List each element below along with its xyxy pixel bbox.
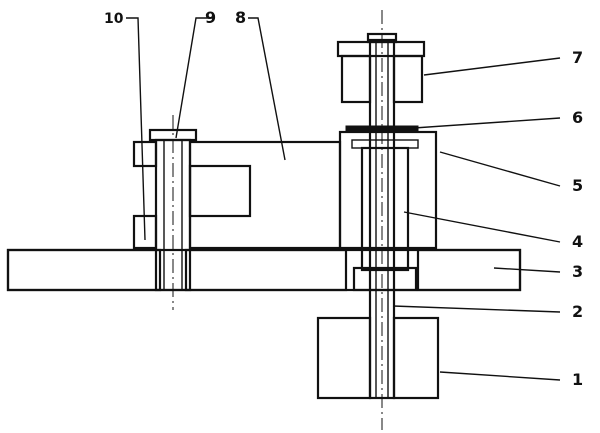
callout-10: 10 (104, 11, 124, 27)
callout-2: 2 (572, 302, 583, 321)
bracket (188, 140, 342, 250)
callout-9: 9 (205, 8, 216, 27)
callout-5: 5 (572, 176, 583, 195)
center-lines (172, 10, 383, 430)
callout-6: 6 (572, 108, 583, 127)
top-cap-nut (336, 32, 426, 104)
callout-7: 7 (572, 48, 583, 67)
callout-1: 1 (572, 370, 583, 389)
callout-8: 8 (235, 8, 246, 27)
callout-4: 4 (572, 232, 583, 251)
leader-lines (126, 17, 561, 381)
sleeve (352, 146, 418, 292)
weight-block (316, 316, 440, 400)
base-plate (6, 248, 522, 292)
callout-3: 3 (572, 262, 583, 281)
spacer-washer (132, 140, 158, 250)
